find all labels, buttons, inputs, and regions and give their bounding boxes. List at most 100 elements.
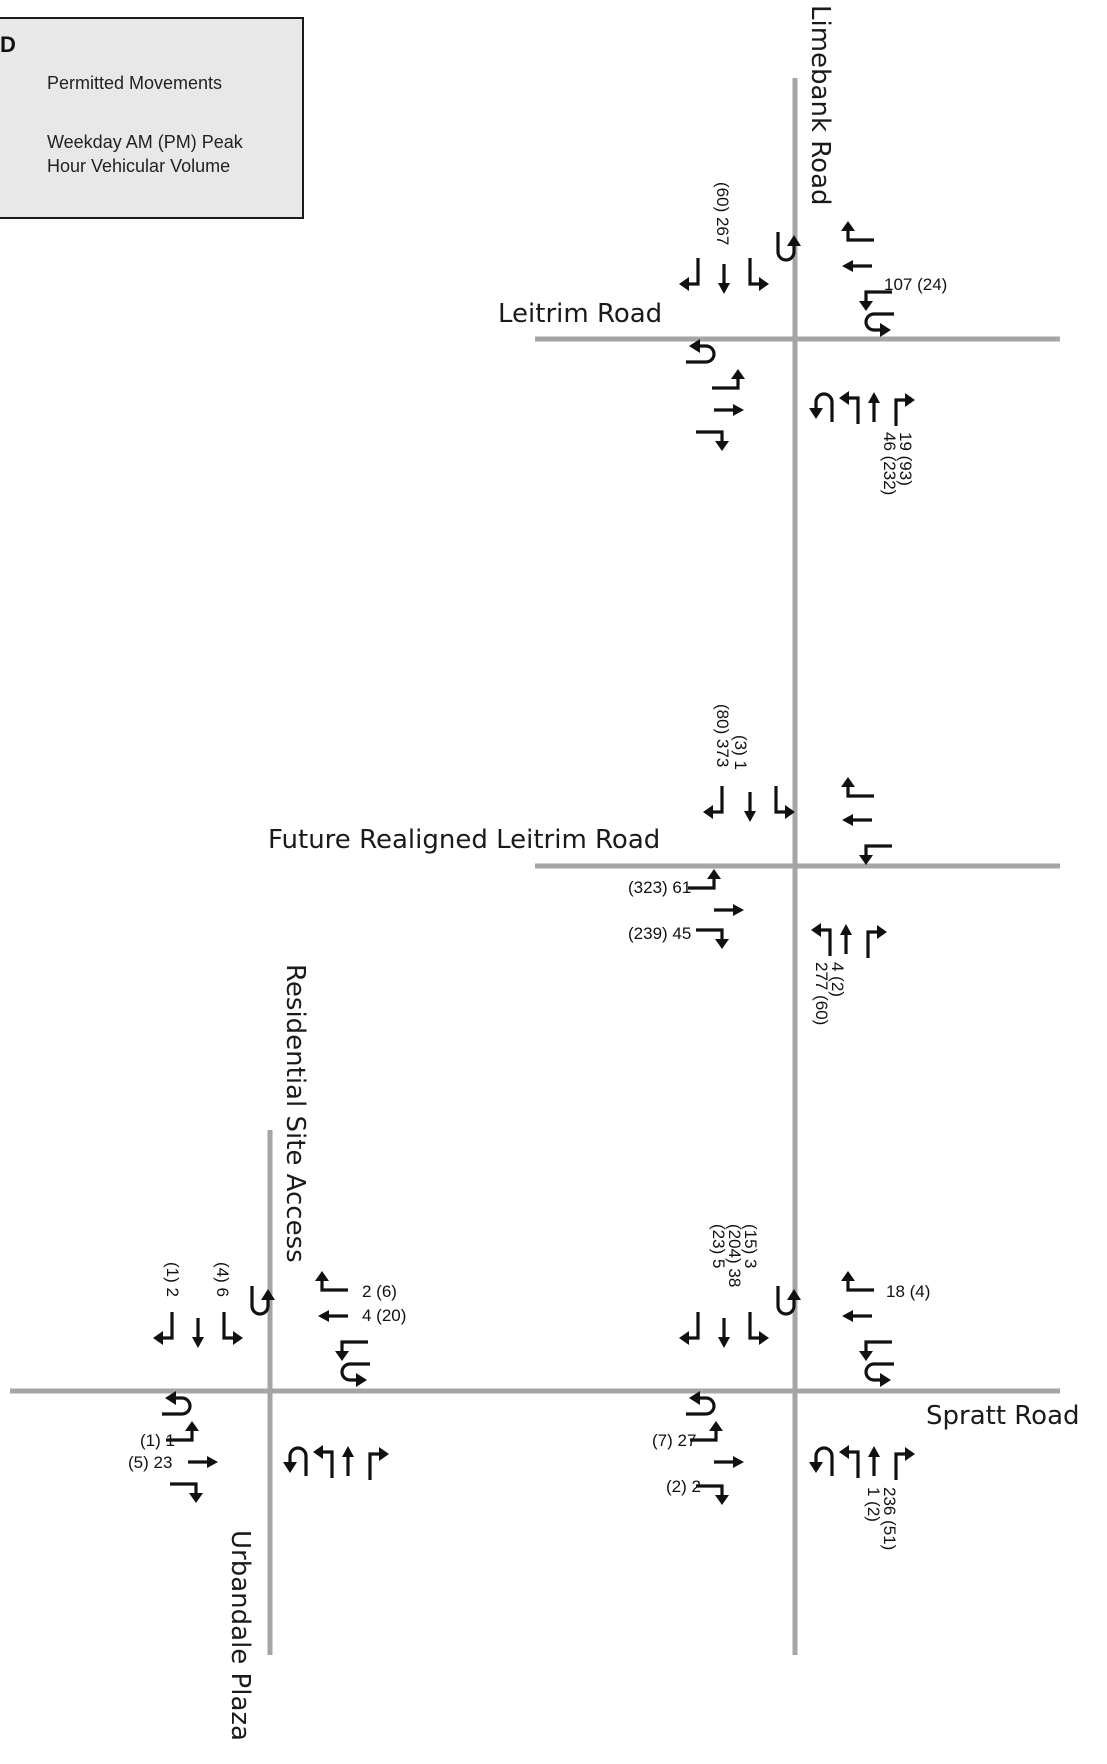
spr-nb-arrows (807, 1443, 917, 1482)
res-eb-through-volume: (5) 23 (128, 1453, 172, 1472)
nb-uturn-arrow-icon (807, 1446, 834, 1478)
nb-uturn-arrow-icon (807, 392, 834, 424)
eb-through-arrow-icon (712, 902, 746, 918)
wb-through-arrow-icon (840, 258, 874, 274)
future-eb-left-volume: (323) 61 (628, 878, 691, 897)
spratt-road-label: Spratt Road (926, 1401, 1080, 1431)
sb-uturn-arrow-icon (776, 1284, 803, 1316)
leitrim-wb-left-volume: 107 (24) (884, 275, 947, 294)
nb-left-turn-arrow-icon (837, 389, 860, 426)
future-nb-through-volume: 277 (60) (812, 962, 831, 1025)
sb-right-turn-arrow-icon (677, 1310, 700, 1347)
wb-uturn-arrow-icon (864, 1362, 896, 1389)
leitrim-nb-arrows (807, 389, 917, 428)
urbandale-plaza-label: Urbandale Plaza (225, 1530, 255, 1741)
leitrim-intersection: (60) 267 107 (24) 46 (232) 19 (93) (677, 182, 947, 495)
spr-sb-through-volume: (204) 38 (725, 1224, 744, 1287)
wb-uturn-arrow-icon (340, 1362, 372, 1389)
legend: D Permitted Movements Weekday AM (PM) Pe… (0, 17, 304, 219)
nb-through-arrow-icon (866, 390, 882, 424)
future-leitrim-intersection: (80) 373 (3) 1 (323) 61 (239) 45 277 (60… (628, 704, 894, 1025)
sb-through-arrow-icon (716, 1316, 732, 1350)
future-nb-right-volume: 4 (2) (828, 962, 847, 997)
sb-right-turn-arrow-icon (677, 256, 700, 293)
res-sb-left-volume: (4) 6 (213, 1262, 232, 1297)
wb-through-arrow-icon (840, 812, 874, 828)
limebank-road-label: Limebank Road (805, 5, 835, 206)
nb-uturn-arrow-icon (281, 1446, 308, 1478)
eb-uturn-arrow-icon (684, 1389, 716, 1416)
nb-through-arrow-icon (838, 922, 854, 956)
sb-left-turn-arrow-icon (748, 1310, 771, 1347)
sb-through-arrow-icon (190, 1316, 206, 1350)
future-wb-arrows (839, 775, 894, 867)
wb-left-turn-arrow-icon (857, 1340, 894, 1363)
legend-heading: D (0, 32, 16, 57)
legend-volume-line1: Weekday AM (PM) Peak (47, 132, 244, 152)
legend-permitted-label: Permitted Movements (47, 73, 222, 93)
wb-right-turn-arrow-icon (839, 219, 876, 242)
wb-right-turn-arrow-icon (313, 1269, 350, 1292)
spr-eb-left-volume: (7) 27 (652, 1431, 696, 1450)
res-sb-right-volume: (1) 2 (163, 1262, 182, 1297)
future-sb-right-volume: (80) 373 (713, 704, 732, 767)
sb-through-arrow-icon (716, 262, 732, 296)
nb-right-turn-arrow-icon (866, 923, 889, 960)
legend-volume-line2: Hour Vehicular Volume (47, 156, 230, 176)
eb-uturn-arrow-icon (684, 337, 716, 364)
leitrim-road-label: Leitrim Road (498, 299, 662, 329)
future-sb-through-volume: (3) 1 (731, 735, 750, 770)
future-sb-arrows (701, 784, 797, 824)
legend-box (0, 17, 304, 219)
res-eb-left-volume: (1) 1 (140, 1431, 175, 1450)
spr-sb-arrows (677, 1284, 803, 1350)
wb-through-arrow-icon (840, 1308, 874, 1324)
sb-left-turn-arrow-icon (222, 1310, 245, 1347)
wb-left-turn-arrow-icon (333, 1340, 370, 1363)
res-nb-arrows (281, 1443, 391, 1482)
nb-through-arrow-icon (340, 1444, 356, 1478)
road-network (10, 78, 1060, 1655)
future-nb-arrows (809, 921, 889, 960)
wb-right-turn-arrow-icon (839, 1269, 876, 1292)
eb-left-turn-arrow-icon (686, 867, 723, 890)
nb-right-turn-arrow-icon (894, 391, 917, 428)
residential-access-label: Residential Site Access (280, 964, 310, 1263)
nb-right-turn-arrow-icon (894, 1445, 917, 1482)
wb-uturn-arrow-icon (864, 312, 896, 339)
eb-right-turn-arrow-icon (694, 430, 731, 453)
eb-through-arrow-icon (712, 1454, 746, 1470)
nb-through-arrow-icon (866, 1444, 882, 1478)
spr-eb-right-volume: (2) 2 (666, 1477, 701, 1496)
residential-intersection: (1) 2 (4) 6 2 (6) 4 (20) (1) 1 (5) 23 (128, 1262, 406, 1505)
leitrim-nb-through-volume: 46 (232) (880, 432, 899, 495)
future-leitrim-road-label: Future Realigned Leitrim Road (268, 825, 660, 855)
future-eb-right-volume: (239) 45 (628, 924, 691, 943)
nb-left-turn-arrow-icon (311, 1443, 334, 1480)
eb-through-arrow-icon (712, 402, 746, 418)
spratt-intersection: (15) 3 (204) 38 (23) 5 18 (4) (7) 27 (2)… (652, 1224, 930, 1550)
wb-right-turn-arrow-icon (839, 775, 876, 798)
wb-through-arrow-icon (316, 1308, 350, 1324)
spr-nb-through-volume: 236 (51) (880, 1487, 899, 1550)
nb-left-turn-arrow-icon (837, 1443, 860, 1480)
res-wb-through-volume: 4 (20) (362, 1306, 406, 1325)
future-eb-arrows (686, 867, 746, 951)
eb-left-turn-arrow-icon (710, 367, 747, 390)
sb-through-arrow-icon (742, 790, 758, 824)
eb-through-arrow-icon (186, 1454, 220, 1470)
wb-left-turn-arrow-icon (857, 290, 894, 313)
eb-right-turn-arrow-icon (694, 928, 731, 951)
wb-left-turn-arrow-icon (857, 844, 894, 867)
leitrim-sb-arrows (677, 230, 803, 296)
res-wb-right-volume: 2 (6) (362, 1282, 397, 1301)
spr-wb-right-volume: 18 (4) (886, 1282, 930, 1301)
eb-uturn-arrow-icon (160, 1389, 192, 1416)
sb-uturn-arrow-icon (776, 230, 803, 262)
eb-right-turn-arrow-icon (168, 1482, 205, 1505)
sb-left-turn-arrow-icon (748, 256, 771, 293)
sb-right-turn-arrow-icon (701, 784, 724, 821)
spr-sb-left-volume: (15) 3 (741, 1224, 760, 1268)
leitrim-sb-through-volume: (60) 267 (713, 182, 732, 245)
